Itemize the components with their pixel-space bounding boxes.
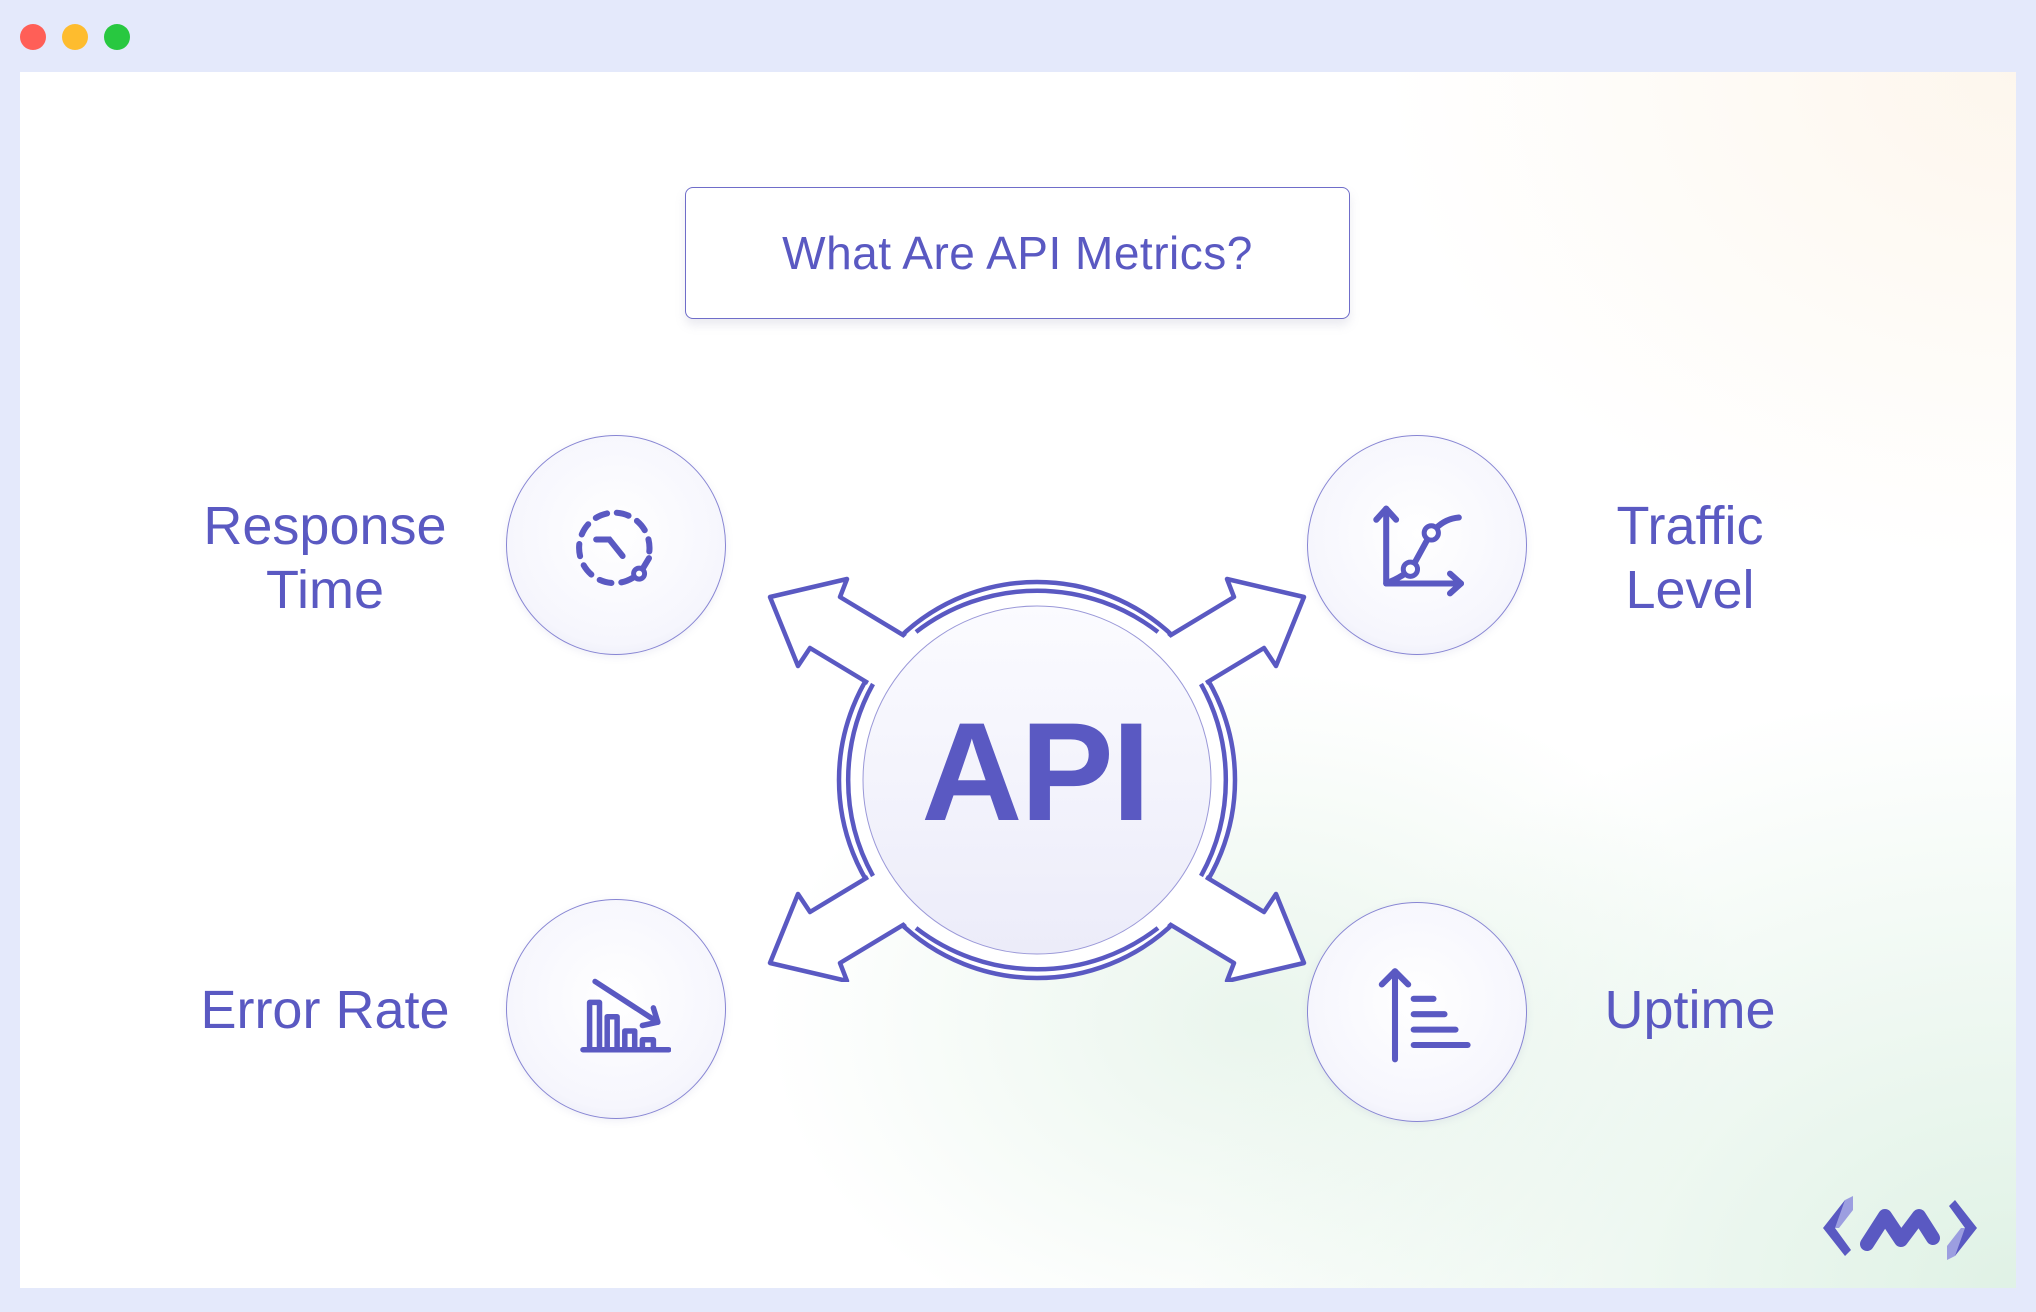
metric-label-line: Error Rate	[200, 980, 450, 1040]
api-arrows-ring-icon	[767, 576, 1307, 984]
metric-label-line: Uptime	[1604, 980, 1776, 1040]
clock-dashed-icon	[576, 509, 653, 587]
metric-circle-response-time	[506, 435, 726, 655]
window-close-button[interactable]	[20, 24, 46, 50]
metric-label-line: Response	[203, 496, 447, 556]
metric-circle-uptime	[1307, 902, 1527, 1122]
middleware-logo-icon	[1823, 1196, 1977, 1260]
metric-circle-traffic-level	[1307, 435, 1527, 655]
metric-label-traffic-level: Traffic Level	[1540, 494, 1840, 622]
metric-label-response-time: Response Time	[170, 494, 480, 622]
metric-label-error-rate: Error Rate	[170, 978, 480, 1042]
title-box: What Are API Metrics?	[685, 187, 1350, 319]
metric-circle-error-rate	[506, 899, 726, 1119]
metric-label-uptime: Uptime	[1540, 978, 1840, 1042]
window-minimize-button[interactable]	[62, 24, 88, 50]
api-label: API	[921, 693, 1150, 850]
metric-label-line: Traffic	[1616, 496, 1764, 556]
line-chart-up-icon	[1373, 505, 1465, 597]
diagram-title: What Are API Metrics?	[782, 227, 1253, 279]
bar-chart-down-icon	[580, 978, 671, 1053]
diagram-canvas: What Are API Metrics?	[20, 72, 2016, 1288]
sort-ascending-icon	[1378, 968, 1471, 1063]
api-hub: API	[740, 562, 1320, 984]
window-maximize-button[interactable]	[104, 24, 130, 50]
metric-label-line: Time	[266, 560, 384, 620]
metric-label-line: Level	[1625, 560, 1755, 620]
